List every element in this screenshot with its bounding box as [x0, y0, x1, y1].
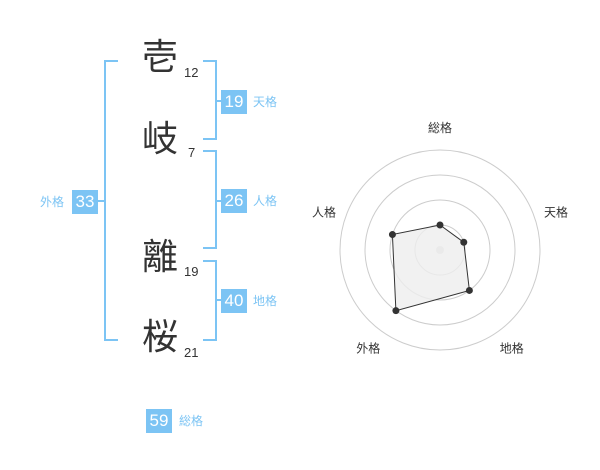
radar-ring — [364, 174, 516, 326]
radar-axis-label-4: 外格 — [356, 341, 380, 356]
radar-axis-label-2: 天格 — [544, 204, 568, 219]
stroke-count-4: 21 — [184, 345, 199, 360]
radar-point-5 — [388, 231, 396, 239]
radar-axis-label-5: 人格 — [312, 204, 336, 219]
radar-polygon — [391, 224, 470, 312]
name-char-3: 離 — [141, 237, 178, 278]
stroke-count-3: 19 — [184, 264, 199, 279]
tenkaku-value: 19 — [221, 90, 247, 114]
radar-point-2 — [460, 238, 468, 246]
soukaku-label: 総格 — [179, 414, 204, 428]
radar-point-3 — [465, 286, 473, 294]
chikaku-value: 40 — [221, 289, 247, 313]
name-char-4: 桜 — [141, 317, 178, 358]
tenkaku-bracket-tick — [215, 100, 221, 102]
soukaku-value: 59 — [146, 409, 172, 433]
stroke-count-1: 12 — [184, 65, 199, 80]
radar-axis-label-1: 総格 — [428, 120, 452, 135]
radar-ring — [339, 149, 541, 351]
chikaku-label: 地格 — [253, 294, 278, 308]
tenkaku-label: 天格 — [253, 95, 278, 109]
radar-point-1 — [436, 221, 444, 229]
jinkaku-label: 人格 — [253, 194, 278, 208]
gaikaku-value: 33 — [72, 190, 98, 214]
gaikaku-label: 外格 — [40, 195, 65, 209]
chikaku-bracket-tick — [215, 299, 221, 301]
jinkaku-bracket-tick — [215, 200, 221, 202]
stroke-count-2: 7 — [188, 145, 196, 160]
radar-axis-label-3: 地格 — [500, 341, 524, 356]
jinkaku-bracket — [203, 150, 217, 249]
name-char-1: 壱 — [141, 37, 178, 78]
gaikaku-bracket-tick — [98, 200, 106, 202]
name-char-2: 岐 — [141, 119, 178, 160]
jinkaku-value: 26 — [221, 189, 247, 213]
radar-ring — [389, 199, 491, 301]
radar-point-4 — [392, 307, 400, 315]
